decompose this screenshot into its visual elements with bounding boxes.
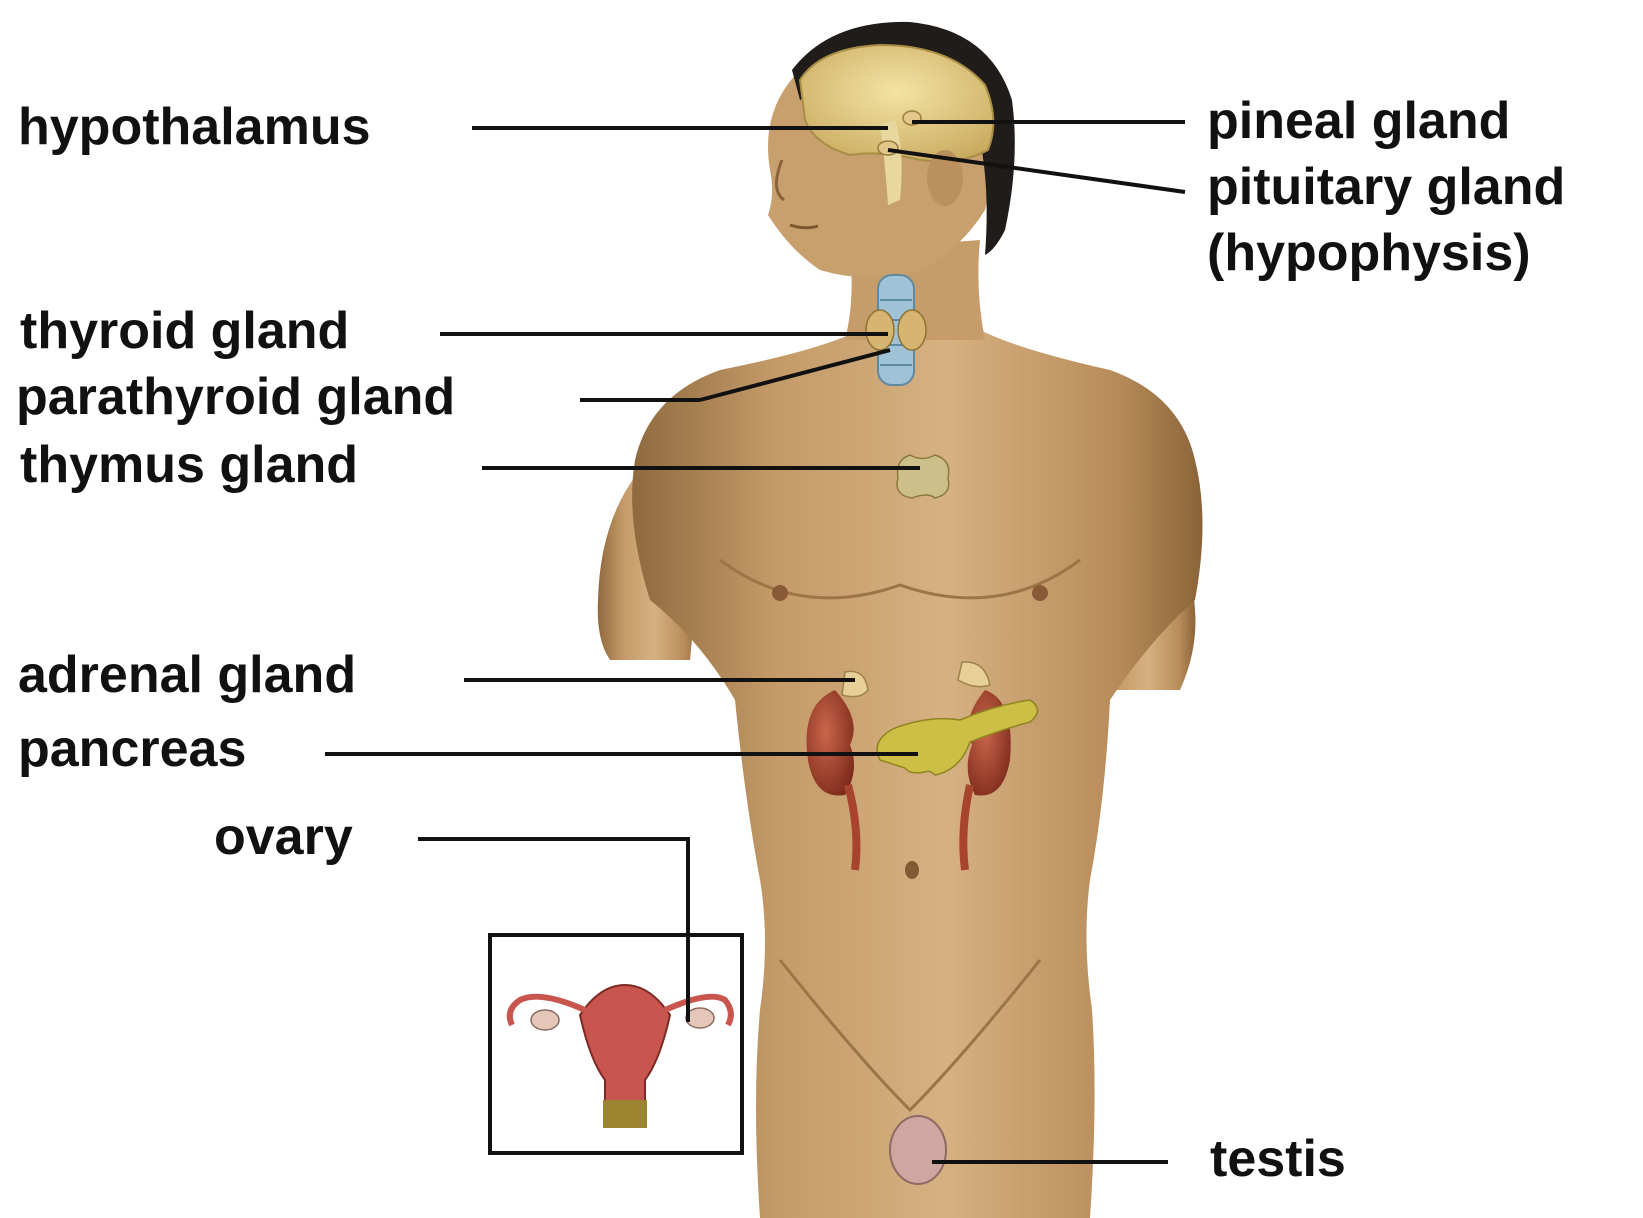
label-testis: testis	[1210, 1128, 1346, 1190]
thymus-structure	[897, 455, 949, 498]
nipple-right	[772, 585, 788, 601]
label-pineal-gland: pineal gland	[1207, 90, 1510, 152]
ovary-left-structure	[531, 1010, 559, 1030]
label-ovary: ovary	[214, 806, 353, 868]
label-pancreas: pancreas	[18, 718, 246, 780]
cervix	[603, 1100, 647, 1128]
navel	[905, 861, 919, 879]
nipple-left	[1032, 585, 1048, 601]
label-pituitary-gland: pituitary gland	[1207, 156, 1565, 218]
label-thymus-gland: thymus gland	[20, 434, 358, 496]
ovary-inset	[490, 935, 742, 1153]
testis-structure	[890, 1116, 946, 1184]
ovary-right-structure	[686, 1008, 714, 1028]
label-parathyroid-gland: parathyroid gland	[16, 366, 455, 428]
label-hypophysis: (hypophysis)	[1207, 222, 1531, 284]
label-adrenal-gland: adrenal gland	[18, 644, 356, 706]
label-hypothalamus: hypothalamus	[18, 96, 371, 158]
label-thyroid-gland: thyroid gland	[20, 300, 349, 362]
